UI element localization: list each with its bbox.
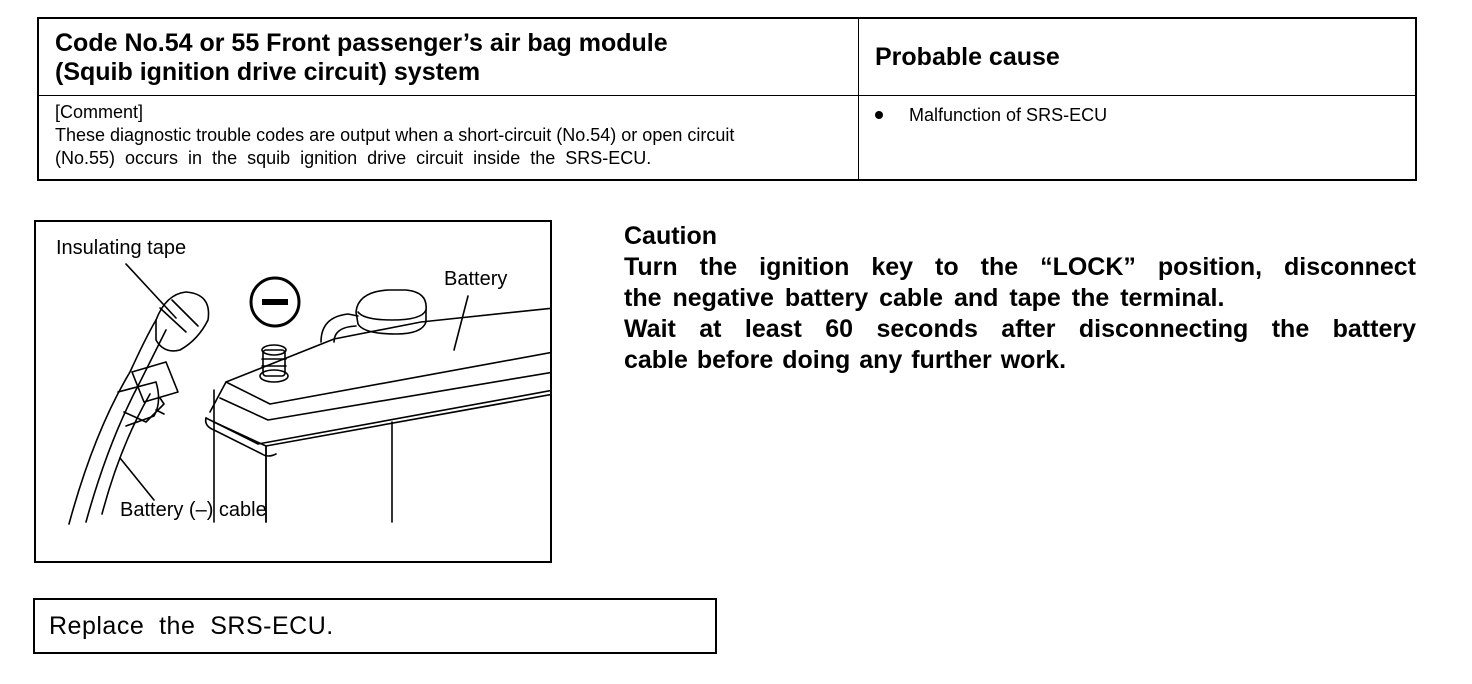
code-title-line-2: (Squib ignition drive circuit) system: [55, 58, 481, 86]
cause-item-text: Malfunction of SRS-ECU: [909, 105, 1108, 125]
battery-leader-line: [453, 295, 469, 351]
code-title-line-1: Code No.54 or 55 Front passenger’s air b…: [55, 29, 668, 57]
positive-terminal-cap: [320, 289, 427, 343]
caution-line-1: Turn the ignition key to the “LOCK” posi…: [624, 253, 1416, 281]
comment-label: [Comment]: [55, 102, 144, 122]
caution-notice: Caution Turn the ignition key to the “LO…: [624, 221, 1424, 376]
comment-line-2: (No.55) occurs in the squib ignition dri…: [55, 148, 652, 168]
cable-leader-line: [119, 457, 155, 501]
cause-item: Malfunction of SRS-ECU: [875, 104, 1107, 127]
battery-negative-cable: [68, 319, 167, 525]
tape-leader-line: [125, 263, 177, 319]
battery-cable-label: Battery (–) cable: [120, 499, 267, 521]
negative-terminal-post: [259, 344, 289, 383]
insulating-tape-label: Insulating tape: [56, 237, 187, 259]
remedy-text: Replace the SRS-ECU.: [49, 612, 334, 640]
battery-case: [204, 307, 550, 523]
table-row-divider: [39, 95, 1415, 96]
battery-label: Battery: [444, 268, 508, 290]
bullet-icon: [875, 104, 909, 127]
probable-cause-list: Malfunction of SRS-ECU: [875, 104, 1107, 127]
probable-cause-header: Probable cause: [875, 43, 1060, 71]
caution-line-3: Wait at least 60 seconds after disconnec…: [624, 315, 1416, 343]
diagnostic-code-table: Code No.54 or 55 Front passenger’s air b…: [37, 17, 1417, 181]
comment-line-1: These diagnostic trouble codes are outpu…: [55, 125, 735, 145]
remedy-box: Replace the SRS-ECU.: [33, 598, 717, 654]
caution-line-2: the negative battery cable and tape the …: [624, 284, 1225, 312]
table-column-divider: [858, 19, 859, 179]
insulating-tape: [117, 291, 210, 427]
code-title: Code No.54 or 55 Front passenger’s air b…: [55, 29, 845, 87]
battery-illustration: Insulating tape Battery Battery (–) cabl…: [34, 220, 552, 563]
caution-line-4: cable before doing any further work.: [624, 346, 1067, 374]
comment-block: [Comment] These diagnostic trouble codes…: [55, 101, 845, 170]
minus-sign-icon: [249, 276, 301, 328]
caution-heading: Caution: [624, 222, 718, 250]
battery-drawing: [68, 263, 550, 525]
